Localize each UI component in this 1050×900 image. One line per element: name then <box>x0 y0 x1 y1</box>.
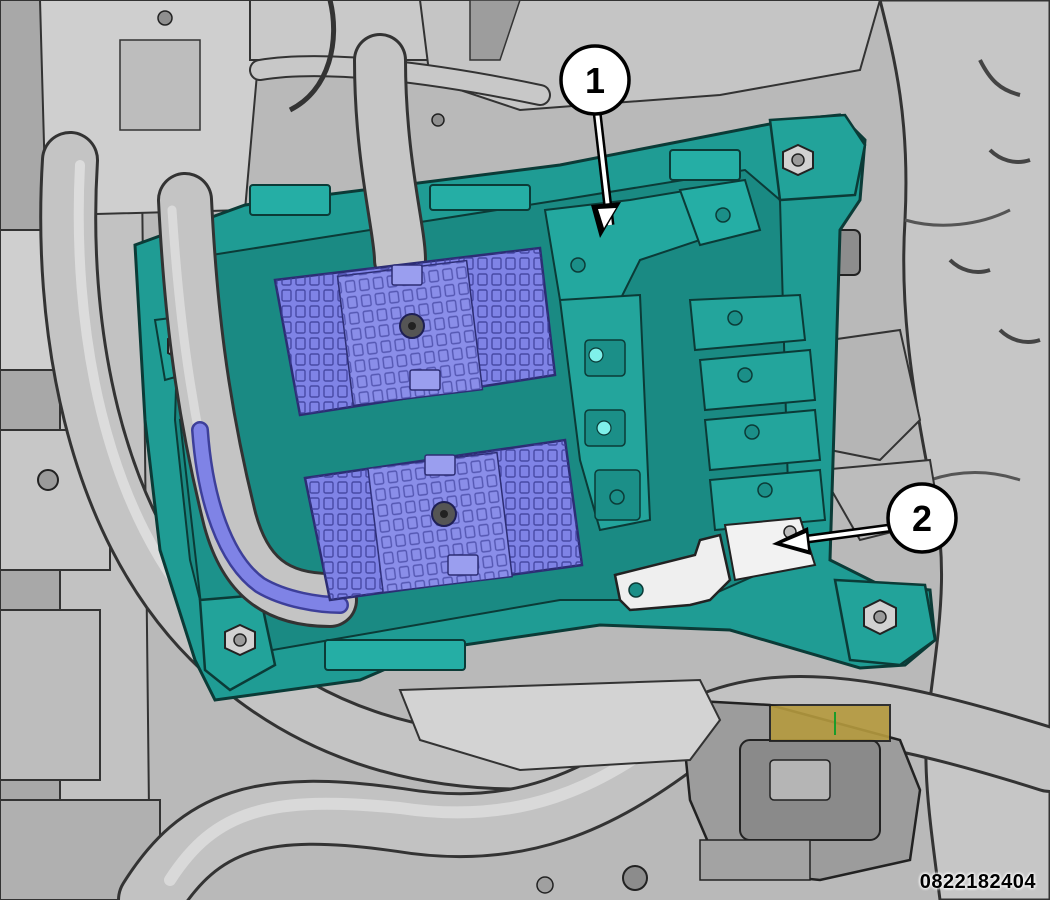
callout-1-circle <box>559 44 631 116</box>
fuse-windows <box>588 347 612 436</box>
mounting-nut-bottom-left <box>224 623 256 657</box>
bottom-wiring-connector <box>678 698 922 882</box>
callout-1: 1 <box>559 44 631 238</box>
bottom-mid-bracket <box>398 678 722 894</box>
figure-id-label: 0822182404 <box>919 871 1036 893</box>
housing-top-clips <box>249 149 741 671</box>
fuse-box-housing <box>133 113 937 702</box>
upper-harness-connector <box>273 246 557 417</box>
callout-1-number: 1 <box>585 60 605 101</box>
mounting-nut-top-right <box>782 143 814 177</box>
housing-studs <box>570 207 773 505</box>
lower-harness-connector <box>303 438 584 602</box>
callout-2-number: 2 <box>912 498 932 539</box>
callout-2: 2 <box>772 482 958 555</box>
fuse-slot-ribs <box>688 293 827 532</box>
callout-2-circle <box>886 482 958 554</box>
mounting-nut-bottom-right <box>863 598 897 636</box>
